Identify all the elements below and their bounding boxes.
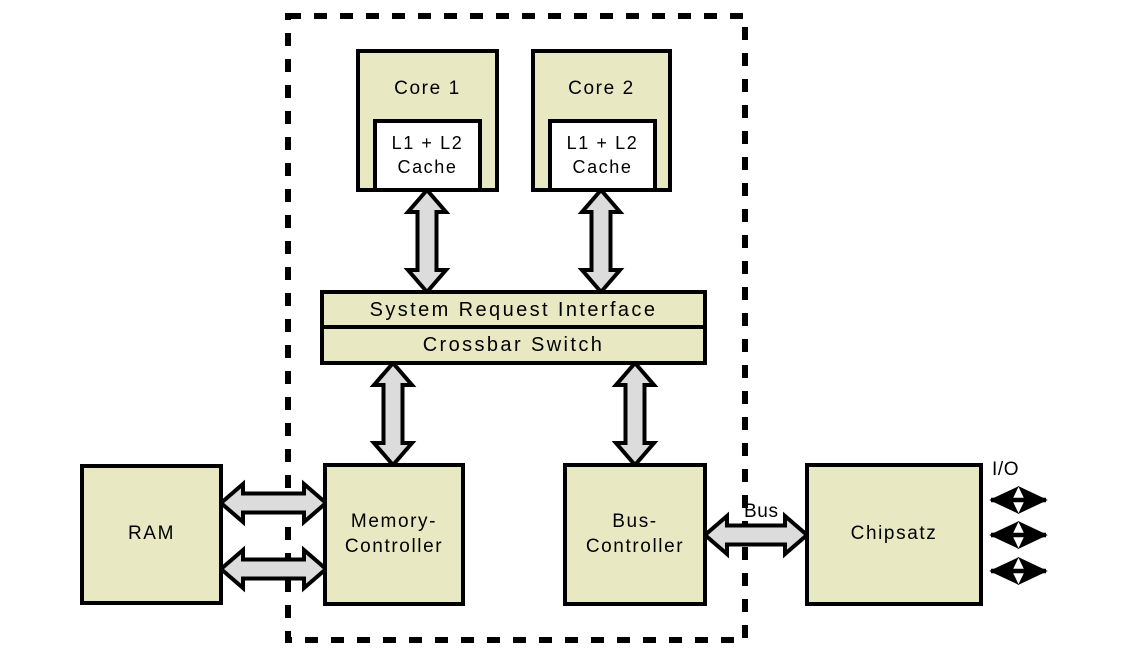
io-arrows-group xyxy=(989,486,1048,585)
block-rect-system-request-interface[interactable] xyxy=(320,290,707,329)
arrow-core2-to-sri xyxy=(577,186,625,296)
block-rect-chipset[interactable] xyxy=(805,463,983,606)
block-rect-cache2[interactable] xyxy=(548,119,657,192)
block-rect-ram[interactable] xyxy=(80,464,223,605)
die-boundary-dashed-rect xyxy=(285,13,748,643)
block-rect-cache1[interactable] xyxy=(373,119,482,192)
arrow-crossbar-to-bus-controller xyxy=(611,359,659,469)
block-rect-memory-controller[interactable] xyxy=(323,463,465,606)
arrow-bus-controller-to-chipset xyxy=(701,511,811,559)
block-rect-crossbar-switch[interactable] xyxy=(320,325,707,365)
arrow-crossbar-to-memory-controller xyxy=(369,359,417,469)
arrow-ram-to-memory-controller-upper xyxy=(217,479,330,527)
arrow-core1-to-sri xyxy=(403,186,451,296)
block-rect-bus-controller[interactable] xyxy=(563,463,707,606)
arrow-ram-to-memory-controller-lower xyxy=(217,545,330,593)
